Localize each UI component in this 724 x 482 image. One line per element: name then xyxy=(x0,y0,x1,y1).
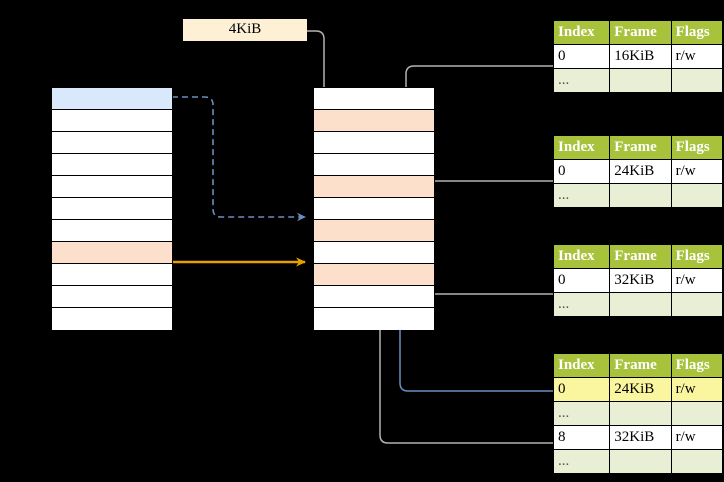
physical-frame-cell-0 xyxy=(314,88,434,110)
physical-frame-cell-4 xyxy=(314,176,434,198)
cell-index: 0 xyxy=(552,159,611,184)
virtual-page-cell-0 xyxy=(52,88,172,110)
column-header-index: Index xyxy=(552,244,611,269)
column-header-flags: Flags xyxy=(670,353,724,378)
table-row: ... xyxy=(552,292,724,317)
cell-index: 0 xyxy=(552,44,611,69)
physical-frame-cell-2 xyxy=(314,132,434,154)
cell-frame: 32KiB xyxy=(609,425,672,450)
column-header-index: Index xyxy=(552,353,611,378)
cell-frame xyxy=(609,292,672,317)
physical-memory-column xyxy=(313,87,435,330)
virtual-page-cell-1 xyxy=(52,110,172,132)
cell-flags: r/w xyxy=(670,159,724,184)
table-row: ... xyxy=(552,183,724,208)
column-header-frame: Frame xyxy=(609,135,672,160)
virtual-page-cell-6 xyxy=(52,220,172,242)
physical-frame-cell-3 xyxy=(314,154,434,176)
cell-flags xyxy=(670,68,724,93)
virtual-page-cell-4 xyxy=(52,176,172,198)
physical-frame-cell-10 xyxy=(314,308,434,330)
cell-frame xyxy=(609,183,672,208)
cell-frame: 16KiB xyxy=(609,44,672,69)
cell-index: ... xyxy=(552,292,611,317)
cell-index: ... xyxy=(552,68,611,93)
virtual-page-cell-3 xyxy=(52,154,172,176)
cell-flags xyxy=(670,449,724,474)
cell-index: ... xyxy=(552,401,611,426)
cell-flags xyxy=(670,401,724,426)
cell-frame: 32KiB xyxy=(609,268,672,293)
cell-index: 0 xyxy=(552,377,611,402)
cell-frame xyxy=(609,401,672,426)
column-header-frame: Frame xyxy=(609,353,672,378)
cell-frame: 24KiB xyxy=(609,377,672,402)
column-header-index: Index xyxy=(552,20,611,45)
cell-index: ... xyxy=(552,449,611,474)
virtual-page-cell-9 xyxy=(52,286,172,308)
physical-frame-cell-9 xyxy=(314,286,434,308)
pt2-frame-connector xyxy=(420,180,553,216)
physical-frame-cell-5 xyxy=(314,198,434,220)
column-header-index: Index xyxy=(552,135,611,160)
table-row: ... xyxy=(552,449,724,474)
column-header-frame: Frame xyxy=(609,244,672,269)
cell-index: 0 xyxy=(552,268,611,293)
pt3-frame-connector xyxy=(420,269,553,295)
cell-flags xyxy=(670,292,724,317)
cell-index: ... xyxy=(552,183,611,208)
cell-flags: r/w xyxy=(670,377,724,402)
dashed-blue-connector xyxy=(172,96,306,222)
table-row: ... xyxy=(552,401,724,426)
cell-index: 8 xyxy=(552,425,611,450)
virtual-page-cell-10 xyxy=(52,308,172,330)
cell-flags xyxy=(670,183,724,208)
physical-frame-cell-7 xyxy=(314,242,434,264)
physical-frame-cell-8 xyxy=(314,264,434,286)
column-header-flags: Flags xyxy=(670,135,724,160)
physical-frame-cell-6 xyxy=(314,220,434,242)
virtual-page-cell-8 xyxy=(52,264,172,286)
cell-flags: r/w xyxy=(670,425,724,450)
physical-frame-cell-1 xyxy=(314,110,434,132)
cell-frame xyxy=(609,449,672,474)
cell-frame xyxy=(609,68,672,93)
column-header-flags: Flags xyxy=(670,20,724,45)
column-header-flags: Flags xyxy=(670,244,724,269)
page-size-tag: 4KiB xyxy=(183,19,307,41)
virtual-page-cell-7 xyxy=(52,242,172,264)
cell-frame: 24KiB xyxy=(609,159,672,184)
cell-flags: r/w xyxy=(670,44,724,69)
column-header-frame: Frame xyxy=(609,20,672,45)
virtual-address-space-column xyxy=(51,87,173,330)
cell-flags: r/w xyxy=(670,268,724,293)
virtual-page-cell-5 xyxy=(52,198,172,220)
table-row: ... xyxy=(552,68,724,93)
virtual-page-cell-2 xyxy=(52,132,172,154)
